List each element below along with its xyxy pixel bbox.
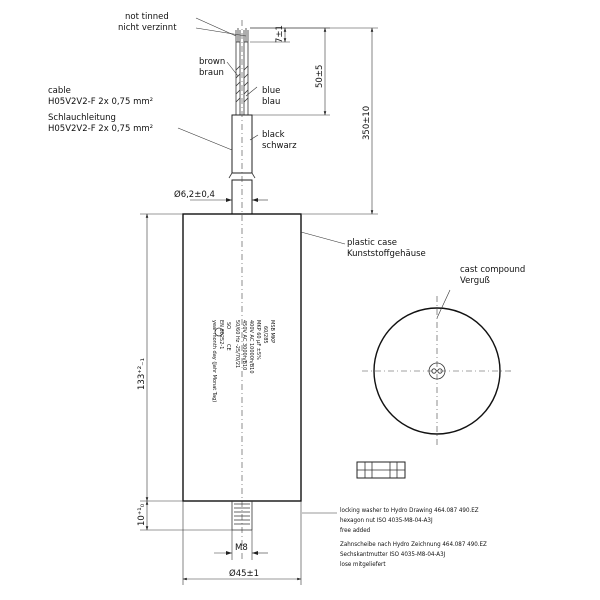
cable-de-spec: H05V2V2-F 2x 0,75 mm² [48, 124, 153, 134]
cable-de-title: Schlauchleitung [48, 113, 116, 123]
dim-thread: M8 [235, 543, 248, 553]
label-so: SO [225, 322, 231, 329]
wire-brown-en: brown [199, 57, 225, 67]
dim-body-height: 133⁺²₋₁ [137, 358, 147, 390]
wire-blue-en: blue [262, 86, 280, 96]
top-view [362, 296, 512, 446]
label-line3: 450V AC 3000h/B10 [241, 320, 247, 370]
note-nicht-verzinnt: nicht verzinnt [118, 23, 177, 33]
dim-lead-length: 350±10 [362, 106, 372, 140]
label-date: year month day (Jahr Monat Tag) [211, 320, 217, 402]
note-en-1: locking washer to Hydro Drawing 464.087 … [340, 507, 479, 514]
compound-de: Verguß [460, 276, 490, 286]
dim-strip: 7±1 [275, 25, 285, 43]
cable-en-spec: H05V2V2-F 2x 0,75 mm² [48, 97, 153, 107]
body-label: MSB MKP 60/285 MKP 60 µF ±5% 400V AC 100… [211, 320, 275, 402]
note-de-2: Sechskantmutter ISO 4035-M8-04-A3J [340, 551, 446, 558]
case-de: Kunststoffgehäuse [347, 249, 426, 259]
wire-brown-de: braun [199, 68, 224, 78]
label-norm: EN 60252-1 [218, 320, 224, 349]
wire-leads [235, 28, 249, 115]
dim-jacket: 50±5 [315, 65, 325, 88]
wire-blue-de: blau [262, 97, 280, 107]
cable-jacket [228, 20, 256, 560]
label-line4: 50/60 Hz -25/70/21 [234, 320, 240, 368]
dim-stud-height: 10⁺¹₀ [137, 503, 147, 526]
hex-nut [356, 461, 406, 479]
label-brand: MSB MKP [269, 320, 275, 343]
case-en: plastic case [347, 238, 397, 248]
note-not-tinned: not tinned [125, 12, 169, 22]
note-en-2: hexagon nut ISO 4035-M8-04-A3J [340, 517, 433, 524]
cable-en-title: cable [48, 86, 71, 96]
capacitor-body [182, 213, 302, 531]
label-line1: MKP 60 µF ±5% [255, 320, 261, 360]
label-line2: 400V AC 10000h/B10 [248, 320, 254, 374]
note-de-1: Zahnscheibe nach Hydro Zeichnung 464.087… [340, 541, 487, 548]
dimensions [140, 27, 378, 585]
dim-cable-diameter: Ø6,2±0,4 [174, 189, 215, 200]
wire-black-de: schwarz [262, 141, 297, 151]
note-en-3: free added [340, 527, 371, 534]
wire-black-en: black [262, 130, 285, 140]
compound-en: cast compound [460, 265, 525, 275]
dim-body-diameter: Ø45±1 [229, 568, 259, 579]
brand-logo-icon [214, 327, 224, 337]
label-ce: CE [225, 344, 231, 351]
leader-lines [177, 17, 451, 514]
note-de-3: lose mitgeliefert [340, 561, 386, 568]
label-model: 60/285 [262, 326, 268, 344]
